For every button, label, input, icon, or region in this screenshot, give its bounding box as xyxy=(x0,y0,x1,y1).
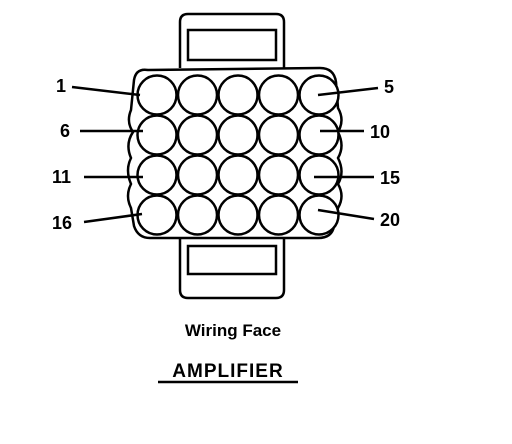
pin-13 xyxy=(217,154,259,196)
wiring-face-caption: Wiring Face xyxy=(185,321,281,340)
pin-grid xyxy=(136,74,340,236)
pin-8 xyxy=(217,114,259,156)
pin-label-1: 1 xyxy=(56,76,66,96)
pin-16 xyxy=(136,194,178,236)
pin-18 xyxy=(217,194,259,236)
pin-10 xyxy=(298,114,340,156)
pin-12 xyxy=(176,154,219,196)
pin-14 xyxy=(257,154,300,196)
leader-lines xyxy=(71,85,379,224)
amplifier-title: AMPLIFIER xyxy=(172,361,283,382)
top-latch-tab xyxy=(178,12,286,68)
pin-20 xyxy=(298,194,340,236)
pin-7 xyxy=(176,114,219,156)
pin-label-10: 10 xyxy=(370,122,390,142)
bottom-latch-tab xyxy=(178,237,286,300)
pin-15 xyxy=(298,154,340,196)
pin-label-6: 6 xyxy=(60,121,70,141)
leader-line-20 xyxy=(317,208,375,221)
pin-4 xyxy=(257,74,300,116)
pin-11 xyxy=(136,154,178,196)
pin-label-20: 20 xyxy=(380,210,400,230)
pin-9 xyxy=(257,114,300,156)
pin-label-5: 5 xyxy=(384,77,394,97)
pin-label-15: 15 xyxy=(380,168,400,188)
leader-line-5 xyxy=(317,86,379,97)
leader-line-1 xyxy=(71,85,141,97)
pin-3 xyxy=(217,74,259,116)
pin-6 xyxy=(136,114,178,156)
pin-label-16: 16 xyxy=(52,213,72,233)
pin-label-11: 11 xyxy=(52,167,71,187)
pin-2 xyxy=(176,74,219,116)
leader-line-16 xyxy=(83,212,143,224)
pin-17 xyxy=(176,194,219,236)
pin-1 xyxy=(136,74,178,116)
pin-19 xyxy=(257,194,300,236)
